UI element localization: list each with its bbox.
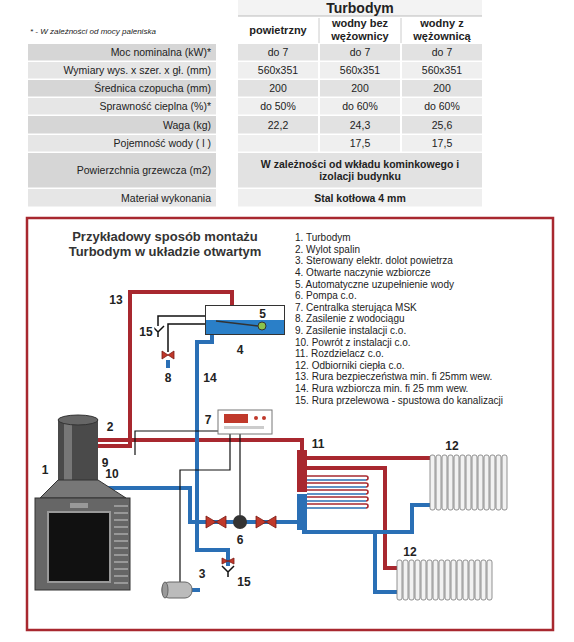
legend-item: 15. Rura przelewowa - spustowa do kanali…	[295, 394, 503, 406]
table-cell: 200	[238, 80, 318, 97]
table-cell: Wymiary wys. x szer. x gł. (mm)	[30, 62, 213, 79]
callout-number: 10	[103, 467, 120, 481]
callout-number: 11	[310, 437, 327, 451]
legend-item: 10. Powrót z instalacji c.o.	[295, 336, 411, 348]
callout-number: 5	[259, 307, 266, 321]
callout-number: 12	[443, 439, 460, 453]
table-cell: do 7	[320, 44, 400, 61]
table-cell: 200	[402, 80, 482, 97]
table-cell: Średnica czopucha (mm)	[30, 80, 213, 97]
legend-item: 11. Rozdzielacz c.o.	[295, 348, 384, 360]
callout-number: 14	[201, 371, 218, 385]
legend-item: 3. Sterowany elektr. dolot powietrza	[295, 255, 453, 267]
table-cell: Pojemność wody ( l )	[30, 135, 213, 152]
table-cell: 200	[320, 80, 400, 97]
legend-item: 12. Odbiorniki ciepła c.o.	[295, 360, 405, 372]
controller	[218, 410, 272, 434]
table-cell: wodny bez wężownicy	[320, 17, 400, 43]
table-cell: do 7	[238, 44, 318, 61]
valves	[162, 351, 276, 564]
table-cell: 25,6	[402, 116, 482, 134]
table-cell: do 60%	[402, 98, 482, 115]
callout-number: 13	[107, 293, 124, 307]
table-cell: powietrzny	[238, 17, 318, 43]
callout-number: 15	[235, 575, 252, 589]
water-lines	[152, 316, 234, 577]
table-cell: 22,2	[238, 116, 318, 134]
legend-item: 8. Zasilenie z wodociągu	[295, 313, 405, 325]
fireplace	[35, 415, 130, 590]
legend-item: 6. Pompa c.o.	[295, 290, 357, 302]
legend-item: 7. Centralka sterująca MSK	[295, 302, 417, 314]
legend-item: 14. Rura wzbiorcza min. fi 25 mm wew.	[295, 383, 468, 395]
legend-item: 13. Rura bezpieczeństwa min. fi 25mm wew…	[295, 371, 492, 383]
legend-item: 4. Otwarte naczynie wzbiorcze	[295, 267, 431, 279]
table-cell: 17,5	[320, 135, 400, 152]
callout-number: 15	[137, 325, 154, 339]
table-cell: Moc nominalna (kW)*	[30, 44, 213, 61]
table-cell: Waga (kg)	[30, 116, 213, 134]
diagram-frame	[27, 218, 553, 630]
legend-item: 1. Turbodym	[295, 232, 351, 244]
legend-item: 5. Automatyczne uzupełnienie wody	[295, 278, 454, 290]
table-cell: 560x351	[238, 62, 318, 79]
callout-number: 12	[401, 545, 418, 559]
table-cell: Stal kotłowa 4 mm	[240, 189, 480, 207]
callout-number: 8	[163, 371, 174, 385]
table-cell: * - W zależności od mocy paleniska	[28, 22, 218, 42]
table-cell: 24,3	[320, 116, 400, 134]
table-cell: do 50%	[238, 98, 318, 115]
callout-number: 6	[235, 533, 246, 547]
pump	[233, 515, 247, 529]
table-cell: W zależności od wkładu kominkowego i izo…	[240, 153, 480, 188]
table-cell: do 7	[402, 44, 482, 61]
table-cell: Sprawność cieplna (%)*	[30, 98, 213, 115]
table-cell: 560x351	[402, 62, 482, 79]
pipes-supply	[96, 292, 430, 568]
table-cell: 17,5	[402, 135, 482, 152]
callout-number: 1	[40, 463, 51, 477]
legend-item: 9. Zasilenie instalacji c.o.	[295, 325, 406, 337]
diagram-title: Przykładowy sposób montażu Turbodym w uk…	[50, 230, 280, 260]
legend-item: 2. Wylot spalin	[295, 244, 360, 256]
air-intake	[162, 582, 192, 598]
table-cell: 560x351	[320, 62, 400, 79]
expansion-vessel-box: 5	[205, 305, 285, 335]
table-grid	[28, 0, 482, 207]
expansion-vessel	[206, 320, 284, 334]
callout-number: 7	[203, 413, 214, 427]
radiators	[397, 455, 507, 600]
table-cell: Powierzchnia grzewcza (m2)	[30, 153, 213, 188]
callout-number: 4	[235, 343, 246, 357]
manifold	[297, 450, 368, 530]
table-cell: wodny z wężownicą	[402, 17, 482, 43]
callout-number: 3	[197, 567, 208, 581]
table-cell: do 60%	[320, 98, 400, 115]
control-wires	[135, 431, 240, 582]
callout-number: 2	[105, 420, 116, 434]
table-cell: Turbodym	[238, 0, 482, 16]
table-cell: Materiał wykonania	[30, 189, 213, 207]
